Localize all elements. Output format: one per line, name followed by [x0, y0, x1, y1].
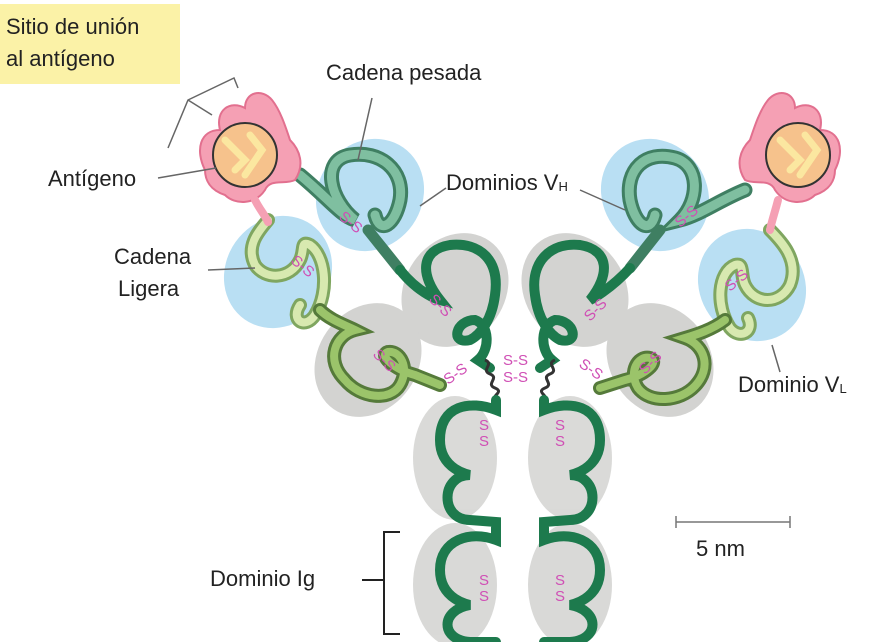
- ig-domain-label: Dominio Ig: [210, 566, 315, 592]
- scale-bar-label: 5 nm: [696, 536, 745, 562]
- right-light-hv-link: [770, 200, 778, 230]
- light-chain-label-line1: Cadena: [114, 244, 191, 270]
- left-arm: [200, 93, 530, 438]
- ss-hinge-2: S-S: [503, 369, 528, 386]
- vl-domain-label-main: Dominio V: [738, 372, 839, 397]
- antigen-label: Antígeno: [48, 166, 136, 192]
- binding-site-label-line2: al antígeno: [6, 46, 115, 72]
- light-chain-label-line2: Ligera: [118, 276, 179, 302]
- vl-domain-label-sub: L: [839, 381, 846, 396]
- vh-domains-label-sub: H: [558, 179, 567, 194]
- ss-ch2-left-s2: S: [479, 433, 489, 450]
- ss-ch3-right-s2: S: [555, 588, 565, 605]
- ss-ch3-right-s1: S: [555, 572, 565, 589]
- binding-site-tick: [188, 100, 212, 115]
- vh-domains-label-main: Dominios V: [446, 170, 558, 195]
- vl-domain-leader: [772, 345, 780, 372]
- vl-domain-label: Dominio VL: [738, 372, 847, 401]
- ss-ch2-right-s1: S: [555, 417, 565, 434]
- binding-site-label-line1: Sitio de unión: [6, 14, 139, 40]
- scale-bar: [676, 516, 790, 528]
- ss-right-interchain: S-S: [576, 355, 606, 383]
- ss-hinge-1: S-S: [503, 352, 528, 369]
- ss-ch2-left-s1: S: [479, 417, 489, 434]
- ss-ch2-right-s2: S: [555, 433, 565, 450]
- ss-ch3-left-s2: S: [479, 588, 489, 605]
- ss-ch3-left-s1: S: [479, 572, 489, 589]
- heavy-chain-label: Cadena pesada: [326, 60, 481, 86]
- vh-domains-label: Dominios VH: [446, 170, 568, 199]
- ig-domain-bracket: [362, 532, 400, 634]
- ig-bracket-shape: [384, 532, 400, 634]
